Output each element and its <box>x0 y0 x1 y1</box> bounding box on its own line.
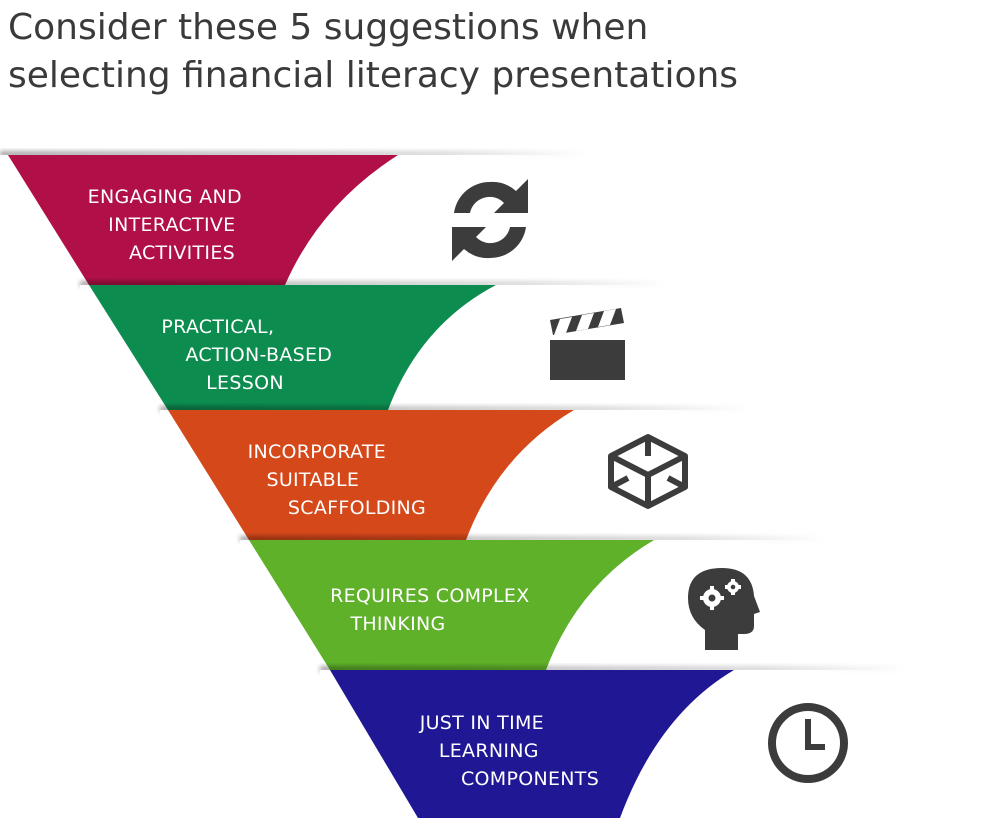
step-2-shadow <box>80 281 670 287</box>
step-3-line-1: INCORPORATE <box>248 441 387 463</box>
step-5-label: JUST IN TIME LEARNING COMPONENTS <box>419 712 599 790</box>
clock-icon <box>768 703 848 783</box>
step-5-line-2: LEARNING <box>439 740 539 762</box>
step-5-line-1: JUST IN TIME <box>419 712 544 734</box>
clapperboard-icon <box>550 308 625 380</box>
step-1-label: ENGAGING AND INTERACTIVE ACTIVITIES <box>88 186 249 264</box>
cube-outline-icon <box>608 434 688 509</box>
step-1-line-2: INTERACTIVE <box>108 214 235 236</box>
step-4-line-1: REQUIRES COMPLEX <box>330 585 529 607</box>
step-3-line-3: SCAFFOLDING <box>288 497 426 519</box>
step-2-line-3: LESSON <box>206 372 284 394</box>
refresh-icon <box>452 179 528 261</box>
step-1-wedge <box>8 155 398 285</box>
step-4-line-2: THINKING <box>349 613 445 635</box>
step-3-wedge <box>168 410 574 540</box>
funnel-step-2: PRACTICAL, ACTION-BASED LESSON <box>80 281 690 410</box>
step-2-line-2: ACTION-BASED <box>185 344 332 366</box>
funnel-step-5: JUST IN TIME LEARNING COMPONENTS <box>320 666 930 818</box>
step-3-line-2: SUITABLE <box>266 469 359 491</box>
step-4-label: REQUIRES COMPLEX THINKING <box>330 585 536 635</box>
head-gears-icon <box>688 568 760 650</box>
step-4-shadow <box>240 536 830 542</box>
funnel-step-1: ENGAGING AND INTERACTIVE ACTIVITIES <box>0 151 610 285</box>
funnel-step-3: INCORPORATE SUITABLE SCAFFOLDING <box>160 406 770 540</box>
step-2-line-1: PRACTICAL, <box>161 316 274 338</box>
step-1-shadow <box>0 151 590 157</box>
step-5-line-3: COMPONENTS <box>461 768 599 790</box>
title-line-1: Consider these 5 suggestions when <box>8 7 649 48</box>
step-2-wedge <box>89 285 496 410</box>
step-5-wedge <box>330 670 734 818</box>
step-3-label: INCORPORATE SUITABLE SCAFFOLDING <box>248 441 427 519</box>
funnel-step-4: REQUIRES COMPLEX THINKING <box>240 536 850 670</box>
step-1-line-1: ENGAGING AND <box>88 186 242 208</box>
step-4-wedge <box>249 540 654 670</box>
page-title: Consider these 5 suggestions when select… <box>8 4 988 100</box>
step-3-shadow <box>160 406 750 412</box>
step-1-line-3: ACTIVITIES <box>129 242 235 264</box>
step-5-shadow <box>320 666 910 672</box>
step-2-label: PRACTICAL, ACTION-BASED LESSON <box>161 316 338 394</box>
title-line-2: selecting financial literacy presentatio… <box>8 55 739 96</box>
